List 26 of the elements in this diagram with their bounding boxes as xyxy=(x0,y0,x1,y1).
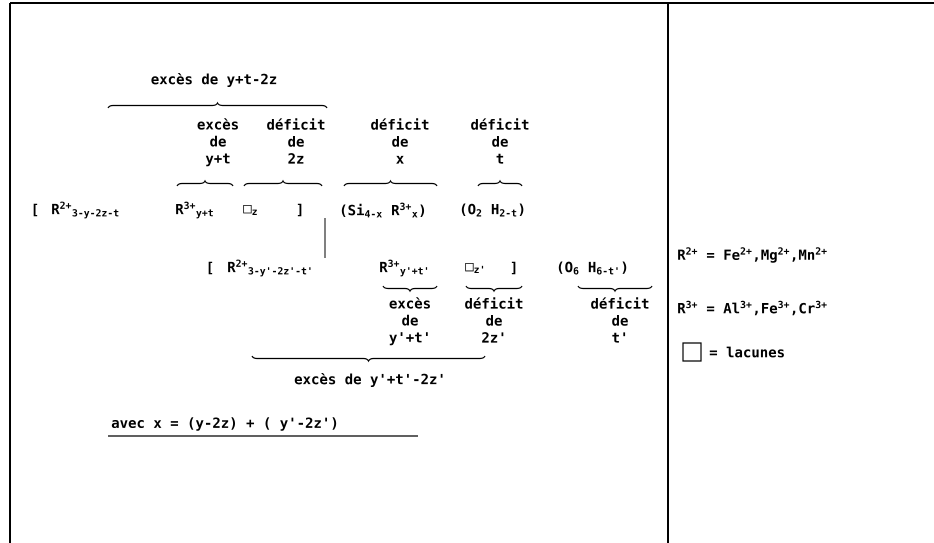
formula-text: R$^{3+}$y'+t' xyxy=(380,260,428,276)
brace-label: excès de y'+t' xyxy=(389,297,430,346)
formula-text: R$^{2+}$ = Fe$^{2+}$,Mg$^{2+}$,Mn$^{2+}$ xyxy=(678,247,827,263)
formula-text: ] xyxy=(512,262,516,274)
brace-label: déficit de 2z' xyxy=(465,297,522,343)
formula-text: (O$_{2}$ H$_{2-t}$) xyxy=(462,204,524,216)
brace-label: excès de y+t xyxy=(198,118,238,166)
formula-text: □$_{z}$ xyxy=(243,205,257,215)
formula-text: R$^{3+}$ = Al$^{3+}$,Fe$^{3+}$,Cr$^{3+}$ xyxy=(678,300,827,316)
brace-label: déficit de 2z xyxy=(267,118,324,164)
formula-text: R$^{2+}$3-y'-2z'-t' xyxy=(228,260,310,276)
brace-label: déficit de x xyxy=(371,118,428,164)
legend-text: = lacunes xyxy=(710,346,784,358)
formula-text: [ xyxy=(34,204,38,216)
brace-label: déficit de t' xyxy=(591,297,648,343)
formula-text: [ xyxy=(208,262,212,274)
brace-label: excès de y'+t'-2z' xyxy=(294,372,442,388)
formula-text: ] xyxy=(298,204,302,216)
formula-text: R$^{3+}$y+t xyxy=(176,202,213,218)
formula-text: R$^{2+}$3-y-2z-t xyxy=(52,202,118,218)
formula-text: (Si$_{4-x}$ R$^{3+}$$_{x}$) xyxy=(342,202,424,218)
formula-text: (O$_{6}$ H$_{6-t'}$) xyxy=(558,261,626,275)
equation-text: avec x = (y-2z) + ( y'-2z') xyxy=(112,417,336,431)
formula-text: □$_{z'}$ xyxy=(465,263,484,273)
brace-label: excès de y+t-2z xyxy=(151,72,276,88)
brace-label: déficit de t xyxy=(471,118,528,164)
